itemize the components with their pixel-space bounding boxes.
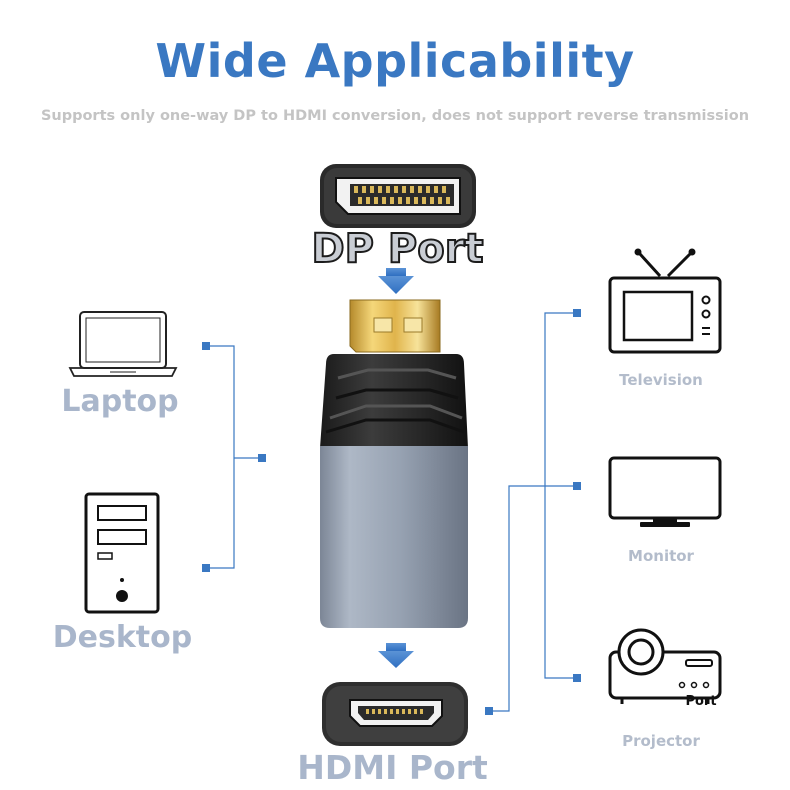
desktop-icon — [84, 492, 160, 614]
television-icon — [608, 248, 722, 354]
projector-overlay-text: Port — [685, 694, 717, 709]
dp-port-icon — [320, 164, 476, 228]
monitor-label: Monitor — [628, 547, 694, 565]
laptop-label: Laptop — [61, 384, 179, 419]
arrow-down-icon — [378, 643, 414, 668]
laptop-icon — [68, 311, 178, 377]
display-connector-lines — [489, 312, 577, 712]
projector-icon — [608, 628, 722, 704]
television-label: Television — [619, 371, 703, 389]
source-connector-lines — [206, 345, 262, 569]
adapter-dp-plug — [349, 299, 441, 353]
projector-label: Projector — [622, 732, 700, 750]
arrow-down-icon — [378, 268, 414, 294]
monitor-icon — [608, 456, 722, 527]
hdmi-port-label: HDMI Port — [297, 748, 488, 787]
page-title: Wide Applicability — [155, 34, 635, 88]
adapter-aluminum-body — [320, 446, 468, 628]
adapter-black-body — [320, 354, 468, 448]
connector-nodes — [202, 342, 266, 572]
dp-port-label: DP Port — [310, 225, 484, 273]
hdmi-port-icon — [322, 682, 468, 746]
page-subtitle: Supports only one-way DP to HDMI convers… — [40, 108, 750, 124]
desktop-label: Desktop — [52, 620, 193, 655]
connector-nodes — [485, 309, 581, 715]
